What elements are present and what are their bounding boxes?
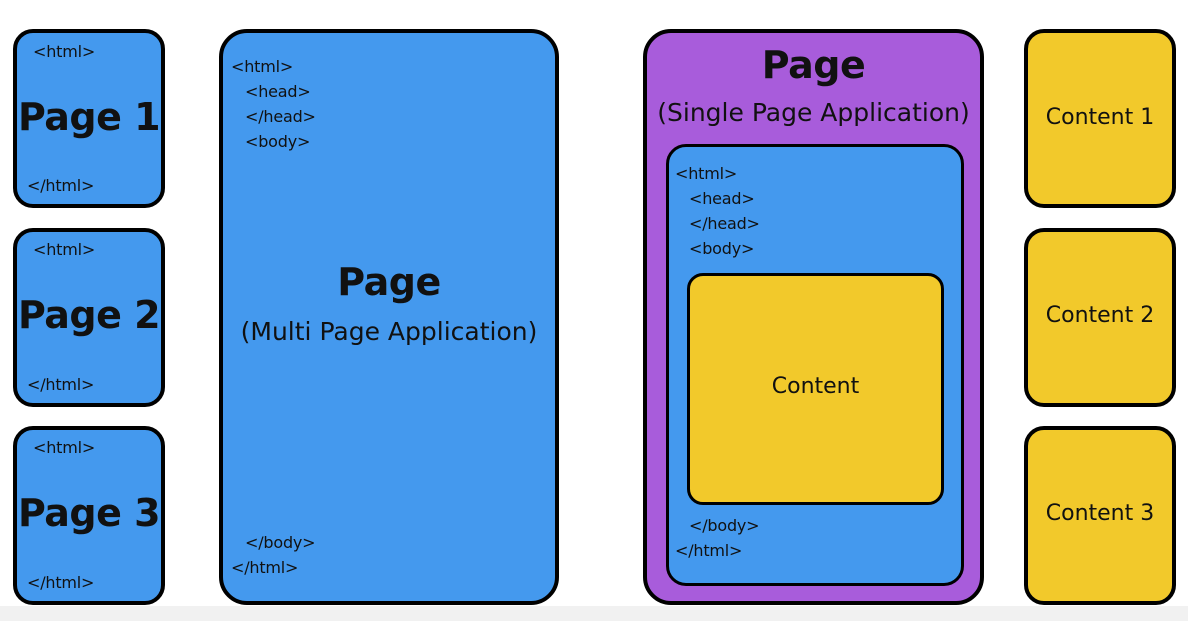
spa-page-title: Page xyxy=(761,43,866,87)
spa-content-box: Content xyxy=(687,273,944,505)
page-2-box: <html> Page 2 </html> xyxy=(13,228,165,407)
content-2-box: Content 2 xyxy=(1024,228,1176,407)
mpa-page-title: Page xyxy=(337,260,441,304)
page-3-html-open-tag: <html> xyxy=(33,438,96,457)
spa-head-close-tag: </head> xyxy=(689,214,760,233)
mpa-head-close-tag: </head> xyxy=(245,107,316,126)
page-1-html-close-tag: </html> xyxy=(27,176,95,195)
bottom-strip xyxy=(0,606,1188,621)
spa-content-label: Content xyxy=(771,374,860,399)
page-2-label: Page 2 xyxy=(17,293,161,337)
page-1-label: Page 1 xyxy=(17,95,161,139)
content-3-label: Content 3 xyxy=(1045,501,1155,526)
mpa-body-close-tag: </body> xyxy=(245,533,316,552)
page-2-html-open-tag: <html> xyxy=(33,240,96,259)
content-1-label: Content 1 xyxy=(1045,105,1155,130)
spa-page-box: Page (Single Page Application) <html> <h… xyxy=(643,29,984,605)
page-1-html-open-tag: <html> xyxy=(33,42,96,61)
mpa-body-open-tag: <body> xyxy=(245,132,311,151)
spa-body-open-tag: <body> xyxy=(689,239,755,258)
mpa-html-open-tag: <html> xyxy=(231,57,294,76)
mpa-page-box: <html> <head> </head> <body> Page (Multi… xyxy=(219,29,559,605)
spa-page-subtitle: (Single Page Application) xyxy=(657,98,970,127)
content-1-box: Content 1 xyxy=(1024,29,1176,208)
spa-inner-page-box: <html> <head> </head> <body> Content </b… xyxy=(666,144,964,586)
page-2-html-close-tag: </html> xyxy=(27,375,95,394)
page-3-box: <html> Page 3 </html> xyxy=(13,426,165,605)
spa-body-close-tag: </body> xyxy=(689,516,760,535)
page-3-label: Page 3 xyxy=(17,491,161,535)
page-1-box: <html> Page 1 </html> xyxy=(13,29,165,208)
content-3-box: Content 3 xyxy=(1024,426,1176,605)
content-2-label: Content 2 xyxy=(1045,303,1155,328)
page-3-html-close-tag: </html> xyxy=(27,573,95,592)
spa-head-open-tag: <head> xyxy=(689,189,755,208)
spa-html-close-tag: </html> xyxy=(675,541,743,560)
spa-html-open-tag: <html> xyxy=(675,164,738,183)
mpa-page-subtitle: (Multi Page Application) xyxy=(240,317,538,346)
mpa-head-open-tag: <head> xyxy=(245,82,311,101)
mpa-html-close-tag: </html> xyxy=(231,558,299,577)
